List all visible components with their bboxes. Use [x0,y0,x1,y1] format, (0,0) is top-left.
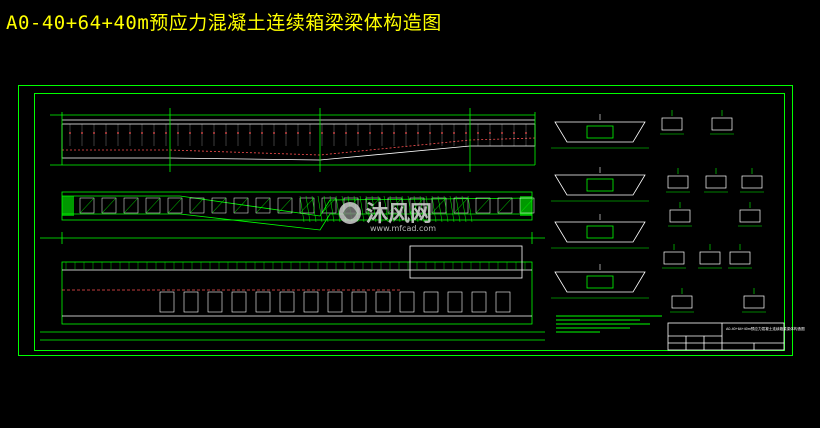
inner-frame [34,93,785,351]
plan-hatching [79,195,535,223]
cross-sections [551,114,649,299]
watermark-logo-icon [339,202,361,224]
notes-block [556,315,662,333]
elevation-view [50,108,536,172]
watermark: 沐风网 www.mfcad.com [339,202,436,233]
plan-view [40,191,545,244]
section-diaphragms [65,262,526,313]
longitudinal-section [40,245,545,341]
drawing-title: A0-40+64+40m预应力混凝土连续箱梁梁体构造图 [6,12,442,34]
title-block-project-text: A0-40+64+40m预应力混凝土连续箱梁梁体构造图 [726,326,805,331]
outer-frame [18,85,793,356]
detail-views [660,110,766,313]
watermark-brand: 沐风网 [366,202,432,227]
watermark-url: www.mfcad.com [370,224,436,233]
elevation-ticks [69,124,527,146]
title-block [667,322,785,351]
